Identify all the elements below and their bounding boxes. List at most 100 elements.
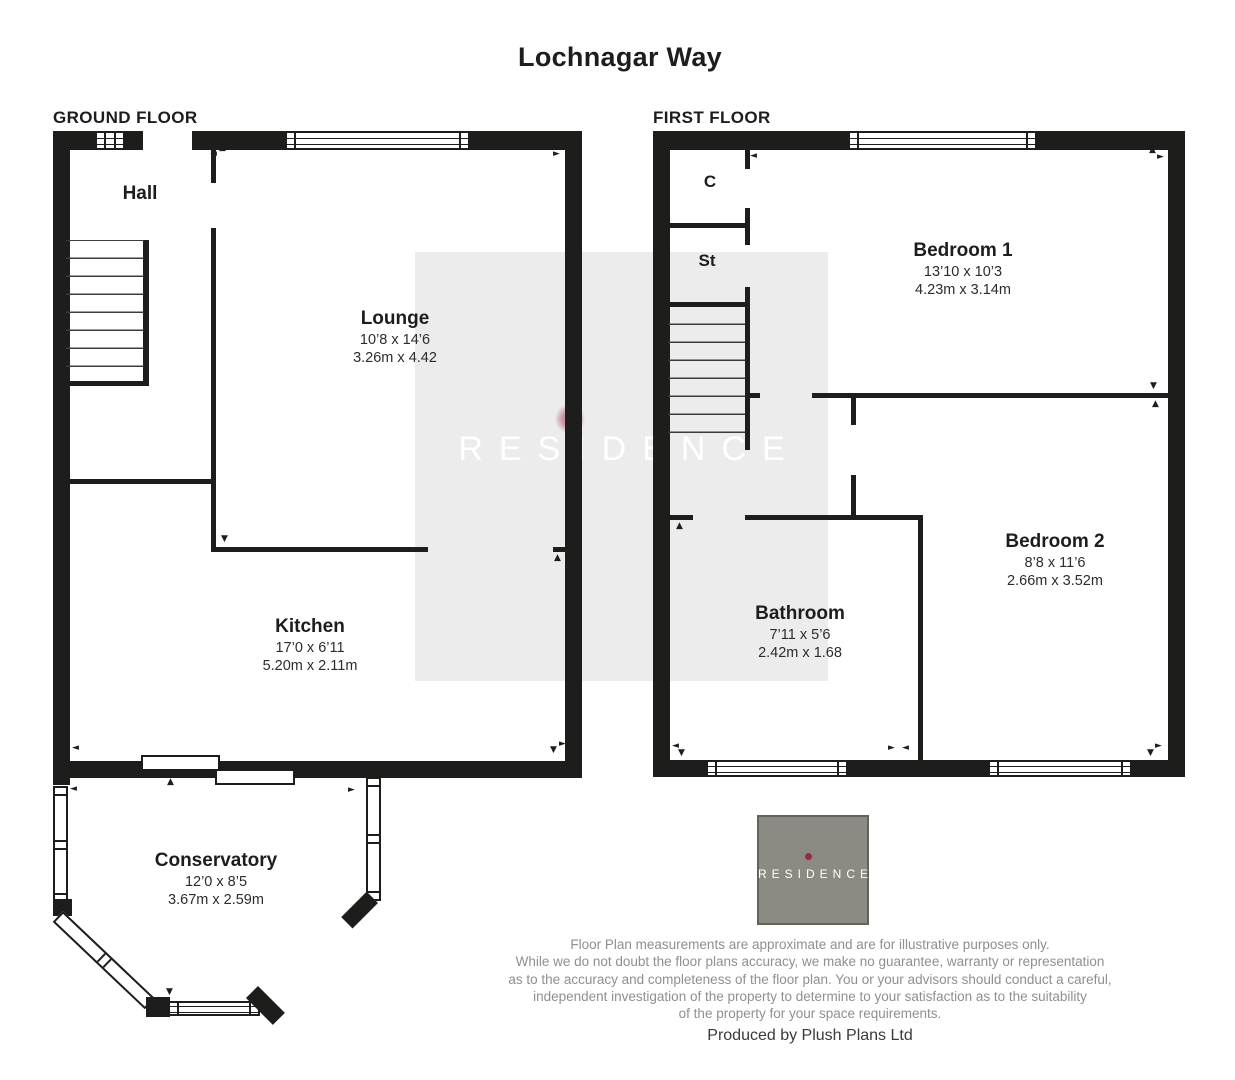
wall [745,287,750,450]
stairs [66,240,144,383]
room-dims-metric: 3.67m x 2.59m [168,892,264,908]
disclaimer-line: as to the accuracy and completeness of t… [508,971,1112,987]
wall [146,997,170,1017]
arrow-down-icon: ▼ [678,748,685,758]
window [95,131,125,150]
room-dims-imperial: 17’0 x 6’11 [275,640,345,656]
wall [670,223,746,228]
arrow-down-icon: ▼ [1147,748,1154,758]
wall [143,240,149,386]
room-label-lounge: Lounge 10’8 x 14’6 3.26m x 4.42 [353,308,437,366]
room-dims-metric: 2.66m x 3.52m [1007,573,1103,589]
wall [745,150,750,169]
wall [653,760,706,777]
wall [851,398,856,425]
wall [668,302,750,307]
wall [745,515,923,520]
arrow-down-icon: ▼ [1150,381,1157,391]
arrow-right-icon: ► [348,785,355,795]
sliding-door-panel [141,755,220,771]
room-name: Bedroom 1 [913,240,1013,261]
room-name: Hall [122,183,158,204]
wall [653,131,848,150]
stairs [668,307,745,447]
wall [341,891,378,929]
disclaimer-line: Floor Plan measurements are approximate … [570,937,1050,952]
logo-dot-icon [805,853,812,860]
arrow-right-icon: ► [1155,741,1162,751]
wall [750,393,760,398]
arrow-down-icon: ▼ [550,745,557,755]
window [848,131,1037,150]
window [52,911,156,1010]
wall [812,393,1168,398]
wall [125,131,143,150]
disclaimer-line: independent investigation of the propert… [533,988,1087,1004]
arrow-left-icon: ◄ [210,149,217,159]
room-name: Bedroom 2 [1005,531,1105,552]
arrow-up-icon: ▲ [554,553,561,563]
wall [1037,131,1185,150]
room-label-conservatory: Conservatory 12’0 x 8’5 3.67m x 2.59m [155,850,278,908]
residence-logo: RESIDENCE [757,815,869,925]
sliding-door-panel [215,769,295,785]
room-label-bathroom: Bathroom 7’11 x 5’6 2.42m x 1.68 [755,603,845,661]
arrow-left-icon: ◄ [70,784,77,794]
room-label-hall: Hall [123,183,158,205]
wall [53,761,582,778]
window [988,760,1132,777]
wall [211,228,216,552]
arrow-right-icon: ► [553,149,560,159]
arrow-right-icon: ► [1157,152,1164,162]
room-name: Bathroom [755,603,845,624]
arrow-left-icon: ◄ [72,743,79,753]
arrow-down-icon: ▼ [221,534,228,544]
room-dims-imperial: 12’0 x 8’5 [184,874,248,890]
room-dims-metric: 4.23m x 3.14m [915,282,1011,298]
arrow-up-icon: ▲ [1149,145,1156,155]
window [168,1001,260,1016]
room-name: Conservatory [154,850,278,871]
logo-text: RESIDENCE [757,867,874,881]
produced-by: Produced by Plush Plans Ltd [707,1027,913,1044]
room-dims-metric: 2.42m x 1.68 [758,645,842,661]
arrow-right-icon: ► [888,743,895,753]
arrow-up-icon: ▲ [676,521,683,531]
arrow-left-icon: ◄ [672,741,679,751]
arrow-left-icon: ◄ [902,743,909,753]
wall [565,131,582,778]
arrow-up-icon: ▲ [219,143,226,153]
wall [670,515,693,520]
room-label-kitchen: Kitchen 17’0 x 6’11 5.20m x 2.11m [263,616,358,674]
arrow-up-icon: ▲ [1152,399,1159,409]
disclaimer-line: of the property for your space requireme… [678,1006,942,1022]
wall [211,547,428,552]
window [366,777,381,901]
arrow-left-icon: ◄ [750,151,757,161]
room-dims-metric: 3.26m x 4.42 [353,350,437,366]
disclaimer-line: While we do not doubt the floor plans ac… [515,954,1105,970]
room-dims-imperial: 8’8 x 11’6 [1024,555,1086,571]
wall [1132,760,1185,777]
wall [53,131,70,785]
first-floor-label: FIRST FLOOR [653,108,771,127]
room-name: St [698,251,716,270]
disclaimer: Floor Plan measurements are approximate … [420,936,1200,1022]
arrow-right-icon: ► [559,739,566,749]
room-label-storage: St [699,251,716,271]
room-name: Kitchen [275,616,345,637]
wall [66,381,149,386]
window [53,786,68,903]
wall [53,899,72,916]
arrow-up-icon: ▲ [167,777,174,787]
window [285,131,470,150]
room-dims-imperial: 13’10 x 10’3 [923,264,1003,280]
room-label-cupboard: C [704,172,716,192]
room-dims-imperial: 7’11 x 5’6 [769,627,831,643]
window [706,760,848,777]
wall [653,131,670,777]
wall [851,475,856,517]
page-title: Lochnagar Way [518,42,722,72]
wall [848,760,988,777]
